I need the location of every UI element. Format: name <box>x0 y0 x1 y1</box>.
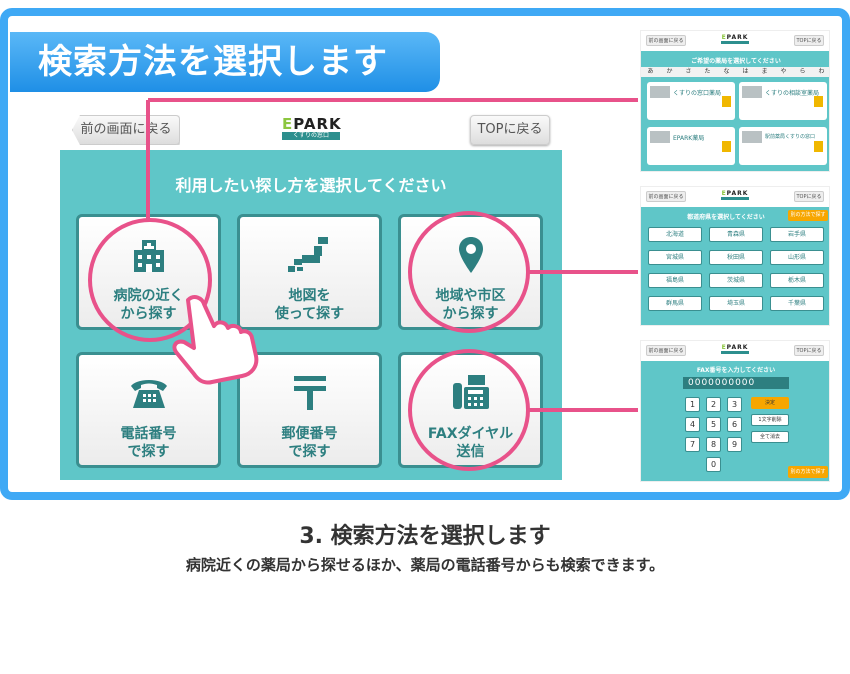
prefecture-button: 北海道 <box>648 227 702 242</box>
caption-title: 3. 検索方法を選択します <box>299 524 551 549</box>
prefecture-button: 山形県 <box>770 250 824 265</box>
option-label: FAXダイヤル <box>427 426 514 442</box>
option-map-button[interactable]: 地図を 使って探す <box>237 214 382 330</box>
location-pin-icon <box>401 235 540 275</box>
fax-icon <box>401 373 540 413</box>
top-button[interactable]: TOPに戻る <box>470 115 550 145</box>
epark-logo: EPARK <box>721 344 749 354</box>
back-button: 前の画面に戻る <box>646 345 686 356</box>
option-postal-button[interactable]: 郵便番号 で探す <box>237 352 382 468</box>
section-banner: 検索方法を選択します <box>10 32 440 92</box>
top-button: TOPに戻る <box>794 35 824 46</box>
option-label: 地図を <box>288 288 331 304</box>
delete-one-button: 1文字削除 <box>751 414 789 426</box>
epark-logo: EPARK <box>721 34 749 44</box>
other-method-button: 別の方法で探す <box>788 466 828 478</box>
kana-tab: か <box>666 68 673 75</box>
kana-tab: わ <box>818 68 825 75</box>
keypad-key: 6 <box>727 417 742 432</box>
option-label: 使って探す <box>274 306 345 322</box>
kana-index-bar: あかさたなはまやらわ <box>641 67 829 77</box>
prompt: 都道府県を選択してください <box>687 214 765 221</box>
shop-card: 駅前薬局くすりの窓口 <box>739 127 827 165</box>
telephone-icon <box>79 373 218 413</box>
back-button[interactable]: 前の画面に戻る <box>72 115 180 145</box>
prefecture-button: 千葉県 <box>770 296 824 311</box>
prompt: FAX番号を入力してください <box>696 367 776 374</box>
prompt: ご希望の薬局を選択してください <box>691 58 781 65</box>
kana-tab: ま <box>761 68 768 75</box>
keypad-key: 3 <box>727 397 742 412</box>
preview-pharmacy-select: 前の画面に戻る EPARK TOPに戻る ご希望の薬局を選択してください あ か さ… <box>640 30 830 172</box>
keypad-key: 0 <box>706 457 721 472</box>
kana-tab: な <box>723 68 730 75</box>
option-label: 病院の近く <box>113 288 184 304</box>
keypad-key: 2 <box>706 397 721 412</box>
hospital-icon <box>79 235 218 275</box>
prefecture-button: 埼玉県 <box>709 296 763 311</box>
shop-card: くすりの相談室薬局 <box>739 82 827 120</box>
prefecture-button: 宮城県 <box>648 250 702 265</box>
kana-tab: は <box>742 68 749 75</box>
option-phone-button[interactable]: 電話番号 で探す <box>76 352 221 468</box>
option-label: 郵便番号 <box>281 426 338 442</box>
keypad-key: 4 <box>685 417 700 432</box>
option-fax-button[interactable]: FAXダイヤル 送信 <box>398 352 543 468</box>
caption-description: 病院近くの薬局から探せるほか、薬局の電話番号からも検索できます。 <box>185 556 665 574</box>
top-button: TOPに戻る <box>794 345 824 356</box>
keypad-key: 1 <box>685 397 700 412</box>
kana-tab: た <box>704 68 711 75</box>
option-label: 地域や市区 <box>435 288 506 304</box>
option-label: 送信 <box>456 444 485 460</box>
clear-all-button: 全て消去 <box>751 431 789 443</box>
kiosk-main-screen: 前の画面に戻る EPARK くすりの窓口 TOPに戻る 利用したい探し方を選択し… <box>60 108 562 480</box>
keypad-key: 7 <box>685 437 700 452</box>
back-button: 前の画面に戻る <box>646 191 686 202</box>
prefecture-button: 福島県 <box>648 273 702 288</box>
shop-card: くすりの窓口薬局 <box>647 82 735 120</box>
prefecture-button: 栃木県 <box>770 273 824 288</box>
search-method-panel: 利用したい探し方を選択してください 病院の近く から探す 地図を 使って探す 地… <box>60 150 562 480</box>
other-method-button: 別の方法で探す <box>788 210 828 221</box>
prefecture-button: 群馬県 <box>648 296 702 311</box>
epark-logo: EPARK くすりの窓口 <box>282 115 342 140</box>
kana-tab: ら <box>799 68 806 75</box>
prefecture-button: 青森県 <box>709 227 763 242</box>
kana-tab: や <box>780 68 787 75</box>
option-nearby-hospital-button[interactable]: 病院の近く から探す <box>76 214 221 330</box>
prefecture-button: 岩手県 <box>770 227 824 242</box>
preview-prefecture-select: 前の画面に戻る EPARK TOPに戻る 都道府県を選択してください 別の方法で… <box>640 186 830 326</box>
keypad-key: 5 <box>706 417 721 432</box>
prefecture-button: 秋田県 <box>709 250 763 265</box>
postal-mark-icon <box>240 373 379 413</box>
option-label: から探す <box>120 306 177 322</box>
option-label: で探す <box>288 444 331 460</box>
confirm-button: 決定 <box>751 397 789 409</box>
fax-number-display: 0000000000 <box>683 377 789 389</box>
keypad-key: 9 <box>727 437 742 452</box>
keypad-key: 8 <box>706 437 721 452</box>
option-label: 電話番号 <box>120 426 177 442</box>
shop-card: EPARK薬局 <box>647 127 735 165</box>
top-button: TOPに戻る <box>794 191 824 202</box>
option-area-button[interactable]: 地域や市区 から探す <box>398 214 543 330</box>
japan-map-icon <box>240 235 379 275</box>
epark-logo: EPARK <box>721 190 749 200</box>
panel-prompt: 利用したい探し方を選択してください <box>175 176 447 195</box>
prefecture-button: 茨城県 <box>709 273 763 288</box>
kana-tab: さ <box>685 68 692 75</box>
kana-tab: あ <box>647 68 654 75</box>
option-label: から探す <box>442 306 499 322</box>
preview-fax-input: 前の画面に戻る EPARK TOPに戻る FAX番号を入力してください 0000… <box>640 340 830 482</box>
option-label: で探す <box>127 444 170 460</box>
back-button: 前の画面に戻る <box>646 35 686 46</box>
